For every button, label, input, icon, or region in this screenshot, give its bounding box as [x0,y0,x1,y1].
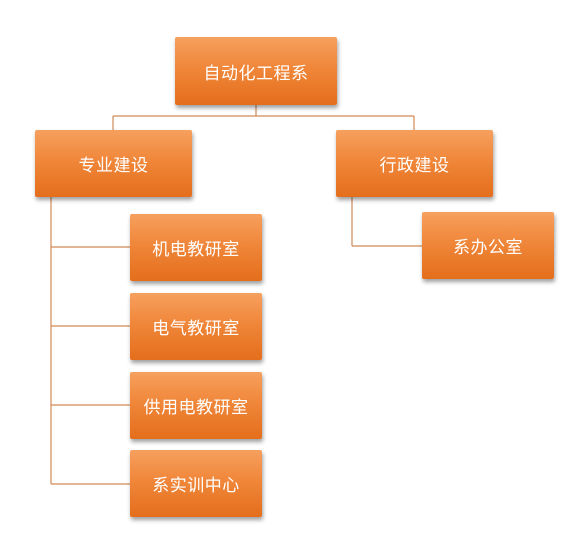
leaf-node-label: 系办公室 [453,238,523,258]
leaf-node-label: 供用电教研室 [143,398,249,418]
leaf-node-power-supply: 供用电教研室 [130,372,262,439]
branch-node-major: 专业建设 [35,130,192,197]
leaf-node-training-center: 系实训中心 [130,450,262,517]
root-node: 自动化工程系 [175,37,337,105]
leaf-node-office: 系办公室 [422,212,554,279]
leaf-node-label: 机电教研室 [152,240,240,260]
branch-node-admin-label: 行政建设 [379,156,450,176]
leaf-node-label: 系实训中心 [152,476,240,496]
root-node-label: 自动化工程系 [203,63,309,84]
leaf-node-label: 电气教研室 [152,319,240,339]
leaf-node-electrical: 电气教研室 [130,293,262,360]
branch-node-admin: 行政建设 [336,130,493,197]
branch-node-major-label: 专业建设 [78,156,149,176]
leaf-node-mechatronics: 机电教研室 [130,214,262,281]
